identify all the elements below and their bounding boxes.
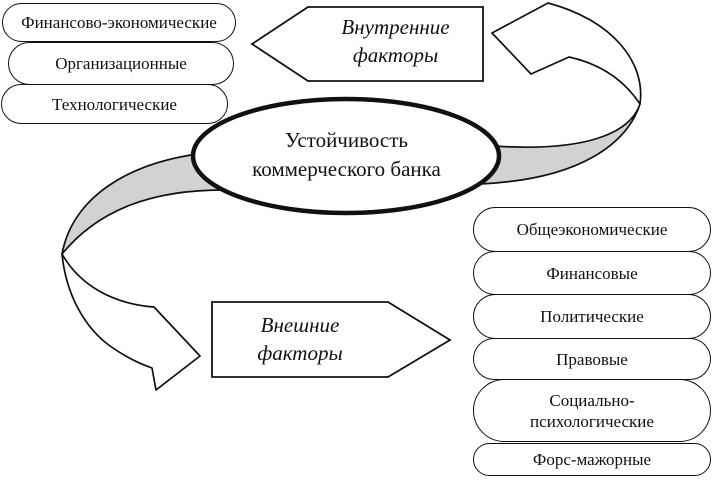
internal-factors-arrow-label: Внутренние факторы (341, 15, 450, 67)
external-factor-pill-political: Политические (473, 294, 711, 339)
external-factors-arrow-shape (211, 301, 452, 378)
external-factors-arrow-label: Внешние факторы (257, 313, 343, 365)
curved-arrow-top-right-icon (491, 2, 642, 105)
external-factor-pill-socio-psychological: Социально- психологические (473, 379, 711, 442)
internal-factor-pill-financial-economic: Финансово-экономические (2, 3, 236, 42)
external-factor-pill-legal: Правовые (473, 338, 711, 380)
internal-factor-pill-organizational: Организационные (8, 42, 234, 85)
internal-factors-arrow-shape (250, 6, 484, 82)
external-factor-pill-general-economic: Общеэкономические (473, 207, 711, 252)
center-ellipse-label: Устойчивость коммерческого банка (252, 128, 441, 181)
external-factor-pill-financial: Финансовые (473, 251, 711, 295)
center-ellipse (190, 96, 502, 216)
external-factor-pill-force-majeure: Форс-мажорные (473, 443, 711, 476)
curved-arrow-bottom-left-icon (61, 253, 201, 391)
internal-factor-pill-technological: Технологические (1, 84, 228, 124)
curved-arrow-top-right-gray-band (477, 103, 641, 185)
